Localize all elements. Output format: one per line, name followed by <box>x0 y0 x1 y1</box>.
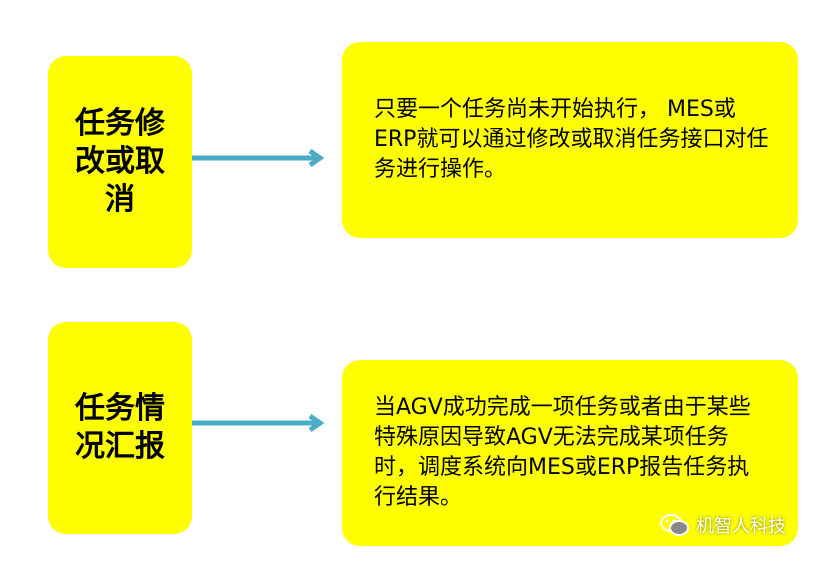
description-modify-cancel: 只要一个任务尚未开始执行， MES或ERP就可以通过修改或取消任务接口对任务进行… <box>374 97 769 182</box>
label-modify-cancel: 任务修改或取消 <box>75 106 165 217</box>
arrow-right-2 <box>192 413 325 433</box>
label-box-status-report: 任务情况汇报 <box>48 322 192 534</box>
watermark: 机智人科技 <box>660 512 786 538</box>
description-box-status-report: 当AGV成功完成一项任务或者由于某些特殊原因导致AGV无法完成某项任务时，调度系… <box>342 360 798 546</box>
wechat-icon <box>660 514 689 536</box>
label-box-modify-cancel: 任务修改或取消 <box>48 56 192 268</box>
arrow-right-1 <box>192 148 325 168</box>
description-box-modify-cancel: 只要一个任务尚未开始执行， MES或ERP就可以通过修改或取消任务接口对任务进行… <box>342 42 798 238</box>
label-status-report: 任务情况汇报 <box>75 391 165 464</box>
watermark-text: 机智人科技 <box>696 516 786 537</box>
description-status-report: 当AGV成功完成一项任务或者由于某些特殊原因导致AGV无法完成某项任务时，调度系… <box>374 395 751 510</box>
